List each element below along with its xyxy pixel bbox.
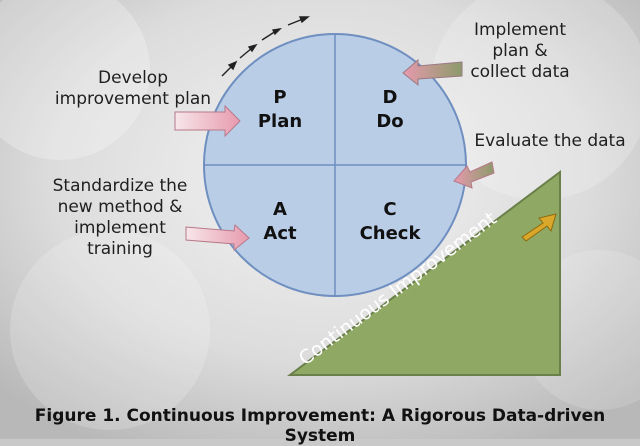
background-bubble [0, 0, 150, 160]
implement-line-1: Implement [473, 20, 566, 40]
do-letter: D [382, 87, 398, 108]
check-quadrant: C Check [350, 198, 430, 246]
check-letter: C [383, 199, 397, 220]
plan-name: Plan [257, 111, 303, 132]
improvement-arrow [521, 213, 557, 242]
act-letter: A [273, 199, 287, 220]
develop-line-1: Develop [98, 68, 168, 88]
do-quadrant: D Do [350, 86, 430, 134]
plan-letter: P [273, 87, 287, 108]
plan-quadrant: P Plan [240, 86, 320, 134]
evaluate-callout-arrow [453, 161, 495, 189]
implement-line-2: plan & [492, 41, 548, 61]
evaluate-line-1: Evaluate the data [474, 131, 626, 151]
develop-line-2: improvement plan [54, 89, 212, 109]
implement-line-3: collect data [470, 62, 570, 82]
background-bubble [430, 0, 640, 200]
pdca-circle [203, 33, 467, 297]
standardize-line-4: training [87, 239, 153, 259]
develop-callout-arrow [174, 104, 241, 138]
continuous-improvement-ramp [287, 169, 561, 376]
standardize-line-3: implement [74, 218, 166, 238]
develop-callout: Develop improvement plan [48, 68, 218, 110]
evaluate-callout: Evaluate the data [470, 131, 630, 152]
standardize-callout: Standardize the new method & implement t… [40, 176, 200, 260]
background-bubble [10, 230, 210, 430]
figure-caption: Figure 1. Continuous Improvement: A Rigo… [34, 406, 606, 446]
act-name: Act [263, 223, 297, 244]
rotation-arrows-icon [221, 16, 310, 77]
standardize-line-1: Standardize the [52, 176, 188, 196]
check-name: Check [359, 223, 421, 244]
act-quadrant: A Act [240, 198, 320, 246]
standardize-callout-arrow [185, 224, 250, 252]
implement-callout: Implement plan & collect data [460, 20, 580, 83]
implement-callout-arrow [402, 58, 463, 87]
do-name: Do [376, 111, 404, 132]
standardize-line-2: new method & [57, 197, 183, 217]
